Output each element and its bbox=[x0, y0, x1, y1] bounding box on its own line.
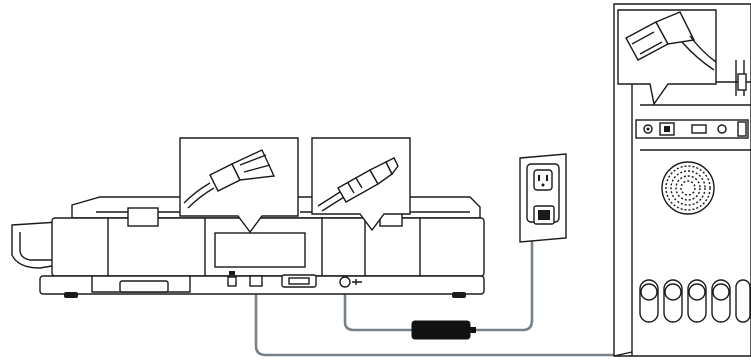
usb-b-connector-callout bbox=[179, 137, 299, 234]
power-plug-callout bbox=[311, 137, 411, 232]
computer-tower bbox=[613, 3, 751, 357]
usb-a-plug-icon bbox=[625, 11, 717, 71]
expansion-slots bbox=[639, 279, 751, 323]
power-cable bbox=[343, 218, 534, 332]
wall-outlet bbox=[519, 153, 567, 243]
power-plug-icon bbox=[317, 157, 399, 212]
power-adapter bbox=[411, 320, 476, 340]
tower-rear-ports bbox=[635, 119, 749, 139]
usb-b-plug-icon bbox=[183, 149, 276, 209]
scanner-ports bbox=[227, 271, 362, 288]
fan-grille bbox=[661, 161, 715, 215]
outlet-plug bbox=[533, 205, 555, 225]
usb-a-connector-callout bbox=[617, 9, 717, 106]
